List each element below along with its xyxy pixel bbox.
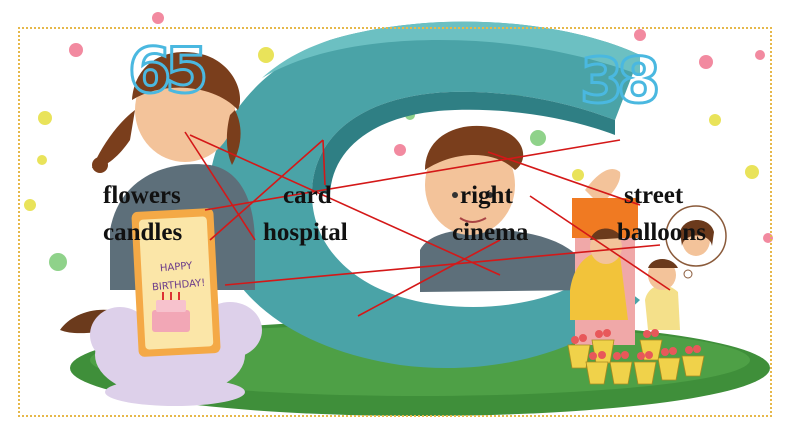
dotted-frame: [18, 27, 772, 417]
word-candles[interactable]: candles: [103, 219, 183, 246]
thought-bubble-face: [665, 205, 727, 279]
word-flowers[interactable]: flowers: [103, 182, 181, 209]
word-card[interactable]: card: [283, 182, 332, 209]
word-hospital[interactable]: hospital: [263, 219, 348, 246]
flower-pots: [567, 329, 705, 385]
number-left: 65: [126, 34, 209, 107]
word-street[interactable]: street: [624, 182, 684, 209]
birthday-card: [131, 208, 221, 357]
flower-seller-couple: [570, 198, 680, 345]
word-balloons[interactable]: balloons: [617, 219, 706, 246]
letter-c-illustration: [208, 21, 640, 369]
word-right[interactable]: right: [460, 182, 513, 209]
number-right: 38: [578, 44, 661, 117]
matching-lines: [184, 131, 671, 317]
word-cinema[interactable]: cinema: [452, 219, 529, 246]
boy-peeking: [420, 125, 621, 292]
